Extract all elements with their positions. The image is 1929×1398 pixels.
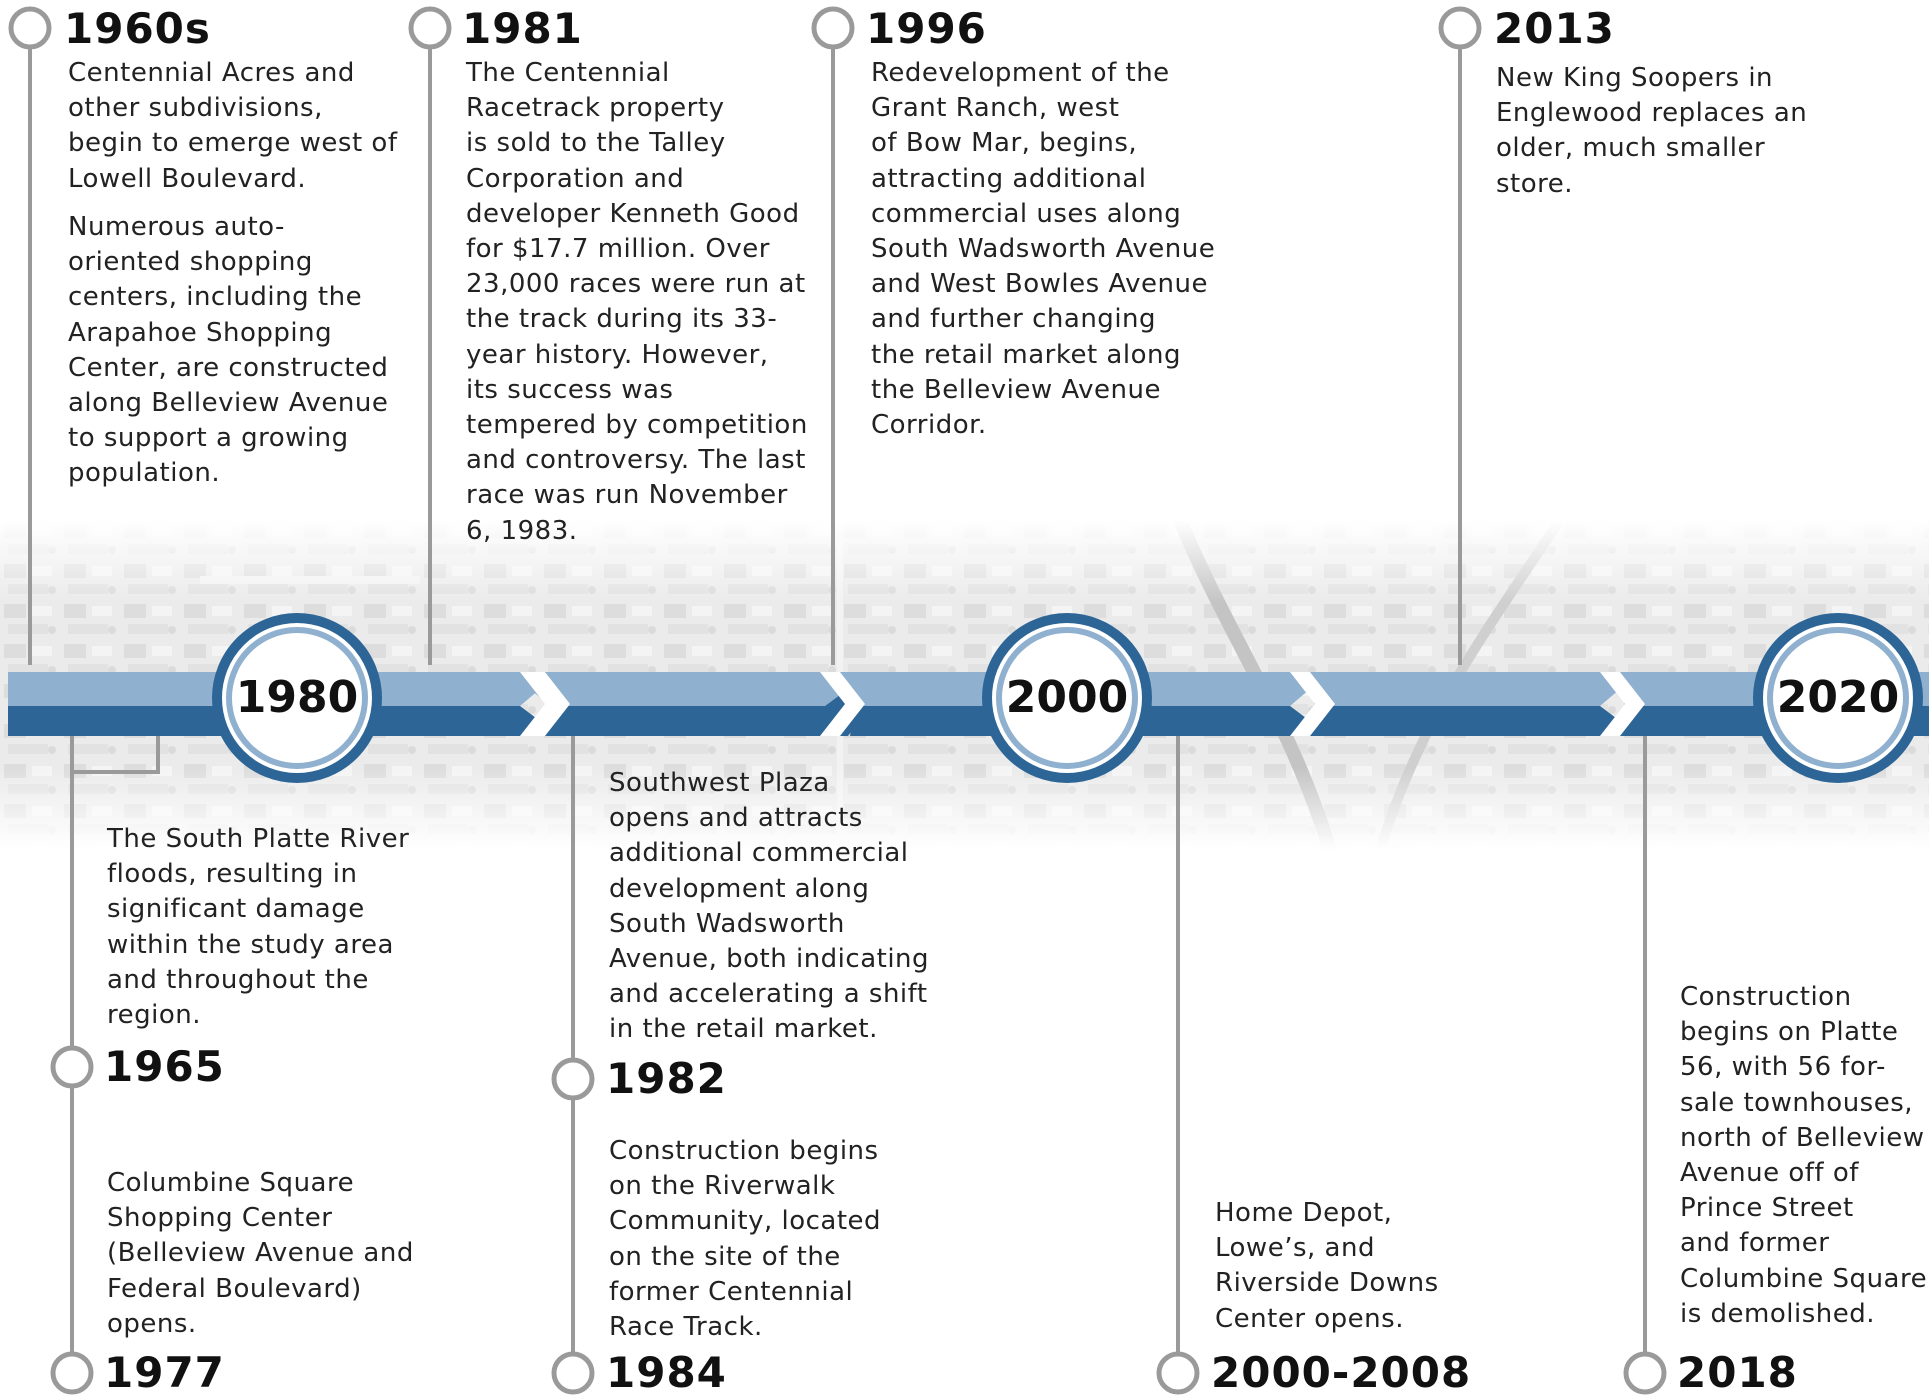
event-text-1981: The Centennial Racetrack property is sol… xyxy=(466,58,808,546)
decade-label-1980: 1980 xyxy=(235,672,359,723)
decade-circle-2000 xyxy=(982,613,1152,783)
event-text-1965: The South Platte River floods, resulting… xyxy=(107,824,410,1031)
decade-circle-1980 xyxy=(212,613,382,783)
decade-label-2020: 2020 xyxy=(1776,672,1900,723)
event-year-2018: 2018 xyxy=(1677,1348,1798,1397)
event-year-1996: 1996 xyxy=(866,4,987,53)
decade-circles xyxy=(212,613,1923,783)
decade-label-2000: 2000 xyxy=(1005,672,1129,723)
event-text-1982: Southwest Plaza opens and attracts addit… xyxy=(609,768,930,1045)
event-year-1984: 1984 xyxy=(606,1348,727,1397)
marker-1984 xyxy=(551,1351,595,1395)
timeline-band xyxy=(8,672,1929,736)
event-year-1982: 1982 xyxy=(606,1054,727,1103)
event-text-1984: Construction begins on the Riverwalk Com… xyxy=(609,1136,882,1343)
event-text-2013: New King Soopers in Englewood replaces a… xyxy=(1496,63,1808,199)
event-year-1965: 1965 xyxy=(104,1042,225,1091)
marker-2013 xyxy=(1438,6,1482,50)
decade-circle-2020 xyxy=(1753,613,1923,783)
event-text-2000-2008: Home Depot, Lowe’s, and Riverside Downs … xyxy=(1215,1198,1439,1334)
event-year-1981: 1981 xyxy=(462,4,583,53)
event-year-2013: 2013 xyxy=(1494,4,1615,53)
marker-1982 xyxy=(551,1057,595,1101)
marker-2000-2008 xyxy=(1156,1351,1200,1395)
marker-1977 xyxy=(50,1351,94,1395)
event-year-2000-2008: 2000-2008 xyxy=(1211,1348,1472,1397)
marker-1981 xyxy=(408,6,452,50)
event-year-1977: 1977 xyxy=(104,1348,225,1397)
event-text-1960s-p2: Numerous auto- oriented shopping centers… xyxy=(68,212,389,489)
event-year-1960s: 1960s xyxy=(64,4,211,53)
event-text-1960s-p1: Centennial Acres and other subdivisions,… xyxy=(68,58,398,194)
event-text-1996: Redevelopment of the Grant Ranch, west o… xyxy=(871,58,1216,441)
marker-1965 xyxy=(50,1045,94,1089)
connector-1965-bracket xyxy=(70,735,160,774)
marker-1996 xyxy=(811,6,855,50)
marker-1960s xyxy=(8,6,52,50)
event-text-1977: Columbine Square Shopping Center (Bellev… xyxy=(107,1168,414,1339)
marker-2018 xyxy=(1623,1351,1667,1395)
event-text-2018: Construction begins on Platte 56, with 5… xyxy=(1680,982,1928,1329)
